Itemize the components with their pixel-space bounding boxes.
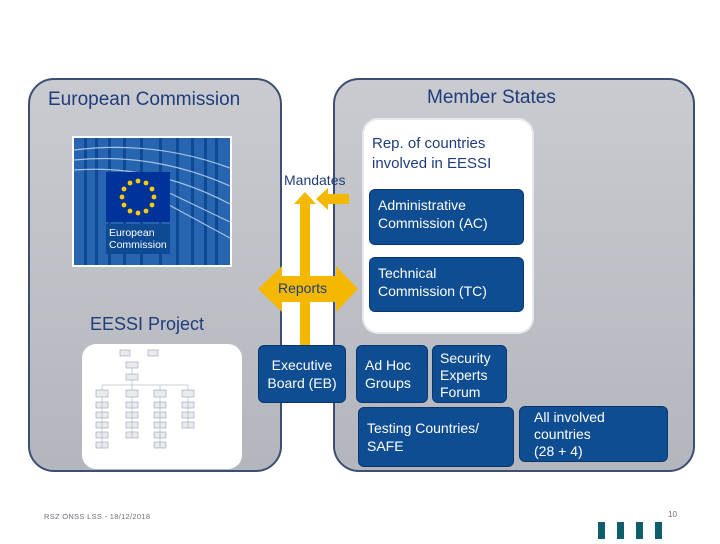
logo-wordmark: European Commission (109, 227, 167, 251)
administrative-commission-box: Administrative Commission (AC) (369, 189, 524, 245)
footer-logo-bars (598, 522, 674, 544)
european-commission-title: European Commission (48, 89, 241, 110)
european-commission-logo: European Commission (74, 138, 230, 265)
security-experts-forum-box: Security Experts Forum (432, 345, 507, 403)
mandates-arrow-up (294, 192, 316, 345)
org-chart-image (82, 344, 242, 469)
executive-board-box: Executive Board (EB) (258, 345, 346, 403)
reports-label: Reports (278, 280, 328, 296)
all-involved-countries-box: All involved countries (28 + 4) (519, 406, 668, 462)
eessi-project-title: EESSI Project (90, 314, 205, 334)
technical-commission-box: Technical Commission (TC) (369, 257, 524, 312)
member-states-title: Member States (427, 87, 556, 108)
countries-label: Rep. of countries involved in EESSI (372, 135, 492, 172)
footer-text: RSZ ONSS LSS - 18/12/2018 (44, 512, 151, 521)
ad-hoc-groups-box: Ad Hoc Groups (356, 345, 428, 403)
page-number: 10 (668, 510, 677, 519)
mandates-label: Mandates (284, 172, 346, 188)
testing-countries-box: Testing Countries/ SAFE (358, 407, 514, 467)
